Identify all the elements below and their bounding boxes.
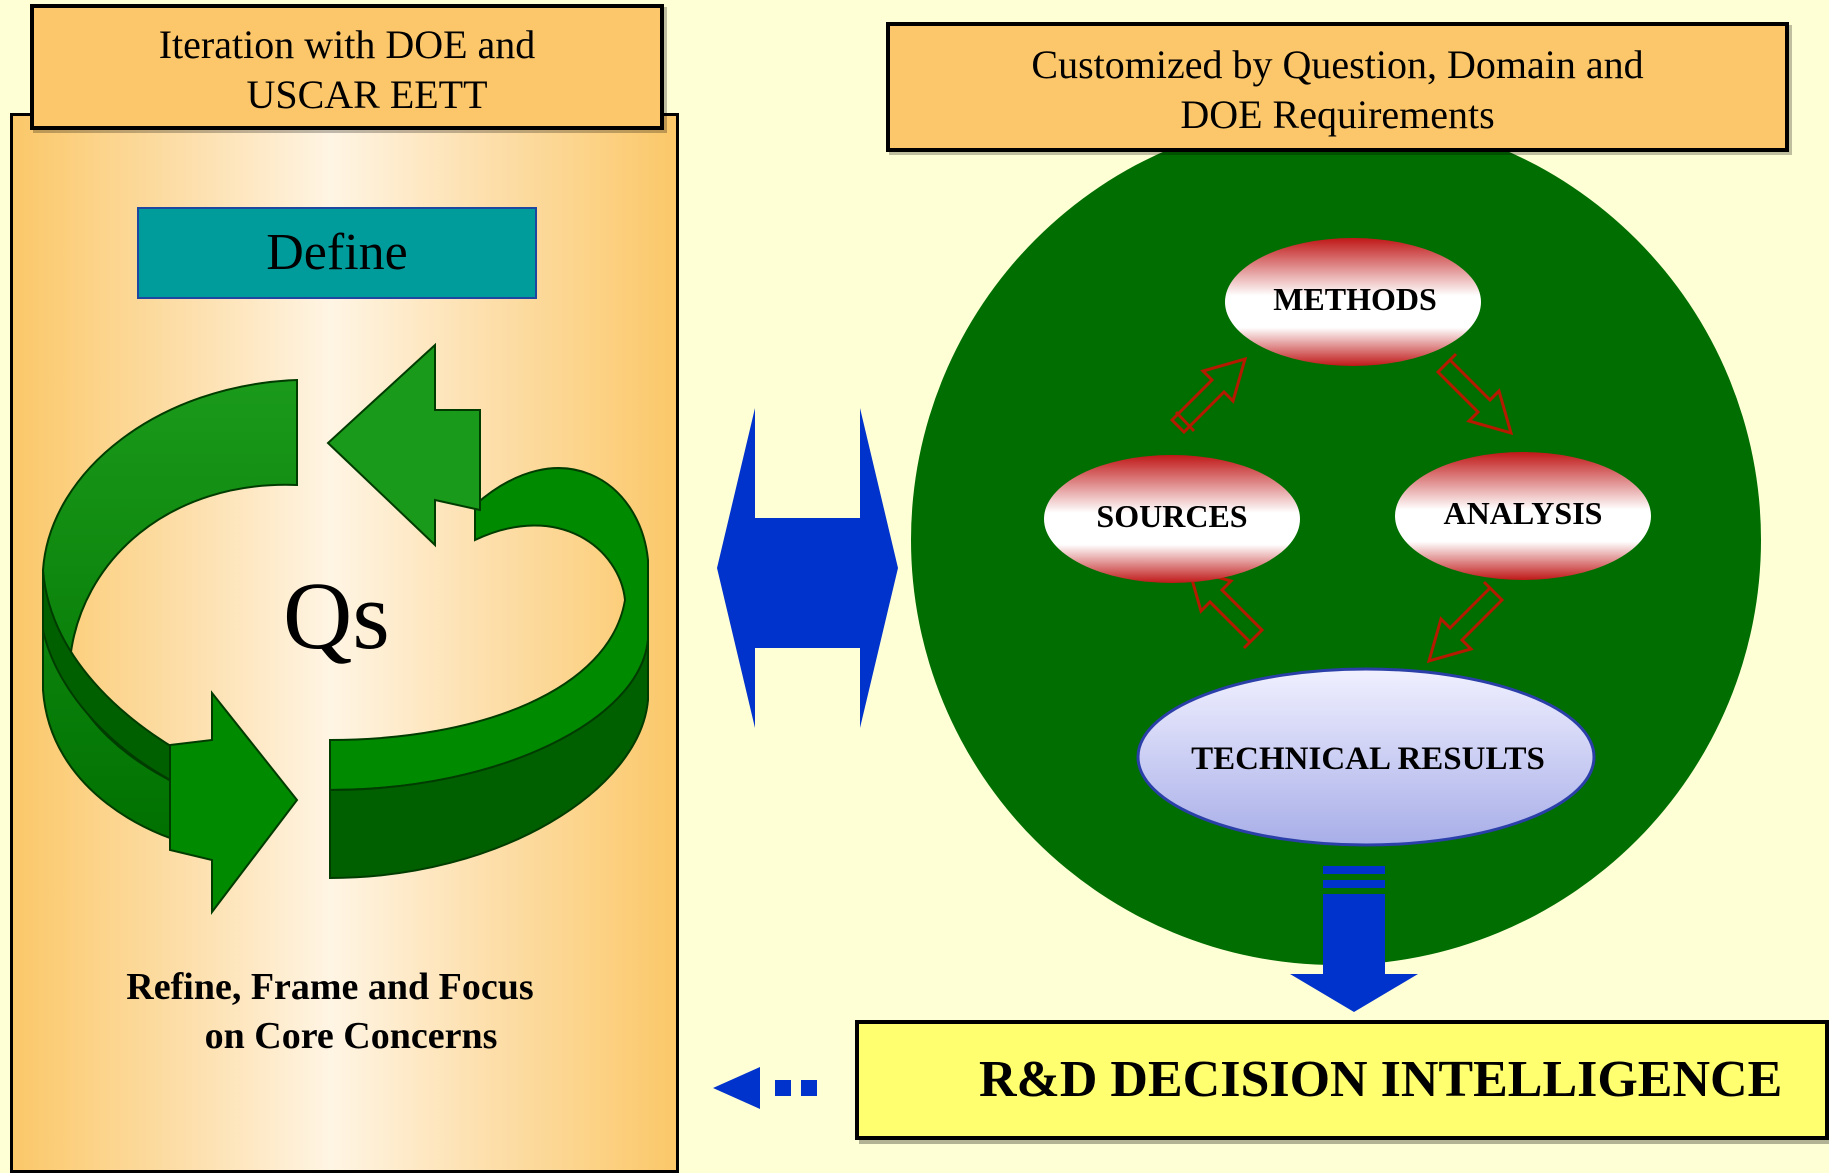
- node-sources-label: SOURCES: [1096, 498, 1247, 534]
- define-box: Define: [137, 207, 537, 299]
- arrow-methods-to-analysis-icon: [1435, 352, 1514, 436]
- arrow-sources-to-methods-icon: [1169, 356, 1248, 435]
- left-footer: Refine, Frame and Focus on Core Concerns: [70, 963, 590, 1061]
- node-technical-results-label: TECHNICAL RESULTS: [1191, 741, 1545, 777]
- node-sources: [1044, 455, 1300, 583]
- node-methods-label: METHODS: [1273, 281, 1437, 317]
- output-banner: R&D DECISION INTELLIGENCE: [855, 1020, 1829, 1140]
- left-header-line1: Iteration with DOE and: [158, 22, 536, 67]
- feedback-arrow-icon: [713, 1067, 817, 1109]
- cycle-arrowhead-bottom-icon: [169, 690, 299, 915]
- left-footer-line1: Refine, Frame and Focus: [126, 966, 534, 1008]
- arrow-analysis-to-results-icon: [1426, 580, 1505, 664]
- down-arrow-icon: [1290, 866, 1418, 1012]
- cycle-center-label: Qs: [283, 562, 390, 669]
- left-header: Iteration with DOE and USCAR EETT: [30, 4, 664, 130]
- right-header-line1: Customized by Question, Domain and: [1031, 42, 1644, 87]
- right-header: Customized by Question, Domain and DOE R…: [886, 22, 1789, 152]
- node-analysis-label: ANALYSIS: [1444, 495, 1603, 531]
- double-arrow-icon: [717, 408, 898, 728]
- right-header-line2: DOE Requirements: [1180, 92, 1495, 137]
- left-header-line2: USCAR EETT: [246, 72, 488, 117]
- node-technical-results: [1136, 667, 1596, 847]
- node-analysis: [1395, 452, 1651, 580]
- node-methods: [1225, 238, 1481, 366]
- left-footer-line2: on Core Concerns: [204, 1015, 498, 1057]
- cycle-arrowhead-top-icon: [326, 342, 481, 548]
